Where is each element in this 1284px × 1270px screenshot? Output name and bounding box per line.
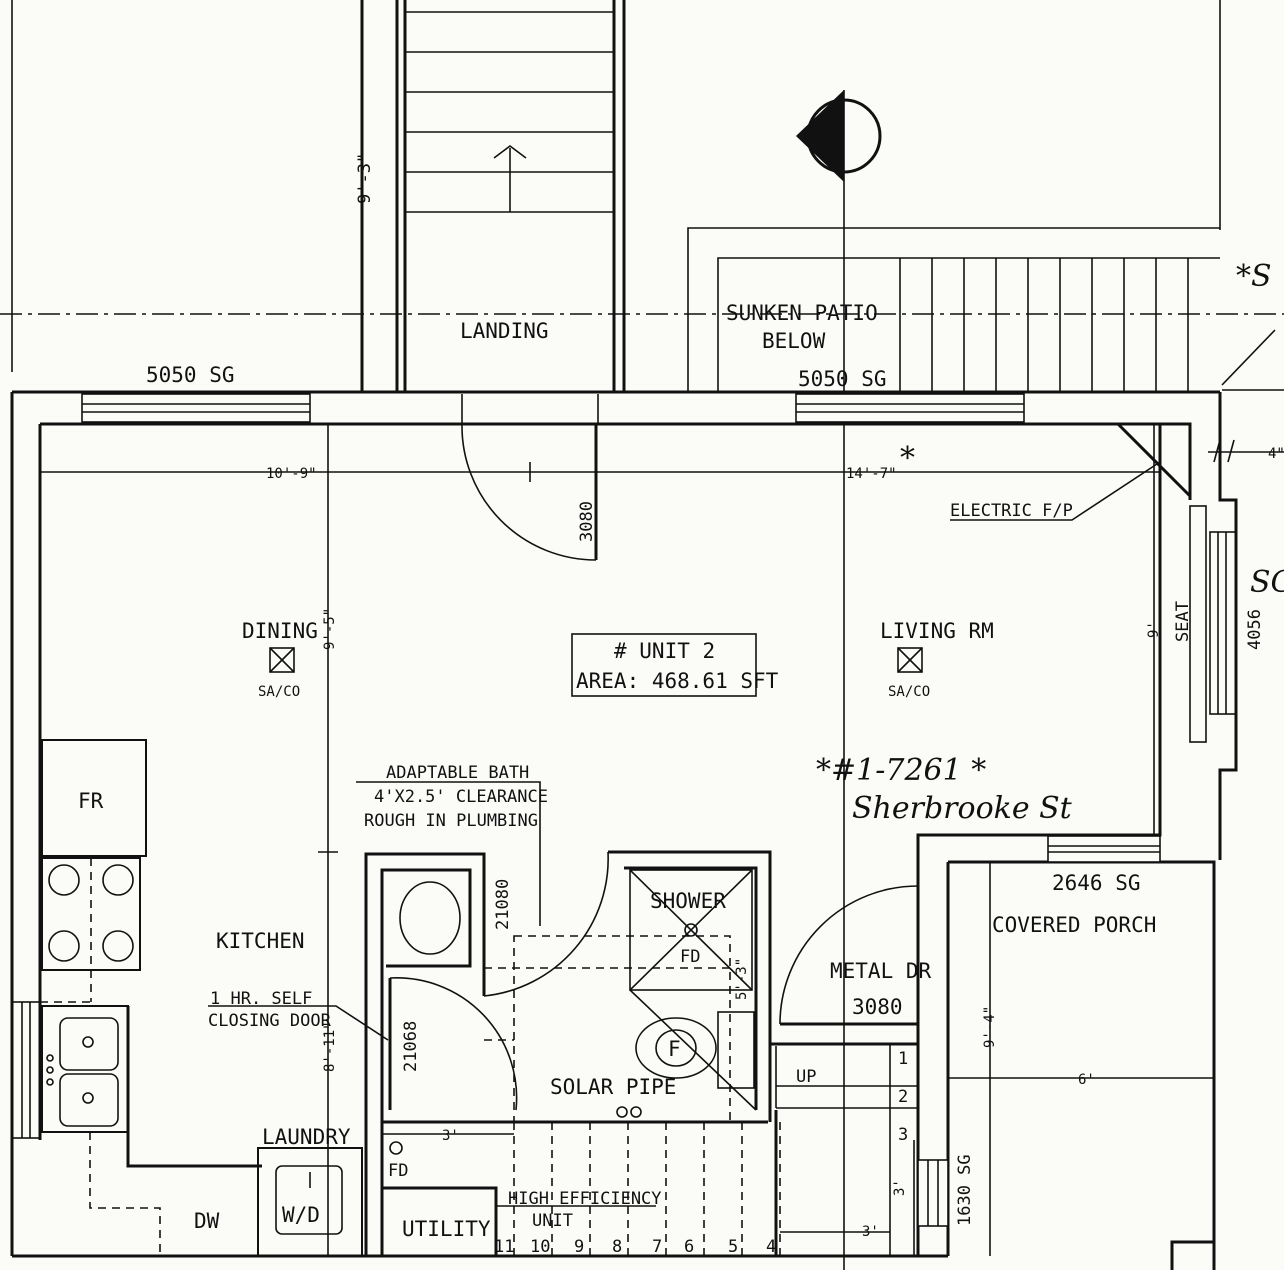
unit-label-box bbox=[571, 633, 757, 697]
entry-door bbox=[461, 423, 598, 561]
dim-kitchen-depth: 8'-11" bbox=[322, 1021, 338, 1072]
stair-number: 2 bbox=[898, 1087, 908, 1107]
label-toilet: F bbox=[668, 1037, 681, 1061]
smoke-alarm-living-icon bbox=[897, 647, 923, 673]
section-marker: A bbox=[796, 90, 882, 1270]
label-door-d3: 21068 bbox=[401, 1021, 421, 1072]
label-hi-eff-2: UNIT bbox=[532, 1211, 573, 1231]
dim-stair-h: 3' bbox=[892, 1179, 908, 1196]
toilet-bowl-icon bbox=[399, 881, 461, 955]
label-self-door-1: 1 HR. SELF bbox=[210, 989, 312, 1009]
label-shower: SHOWER bbox=[650, 889, 726, 913]
label-landing: LANDING bbox=[460, 319, 549, 343]
label-fridge: FR bbox=[78, 789, 104, 813]
label-electric-fp: ELECTRIC F/P bbox=[950, 501, 1073, 521]
hand-address-1: *#1-7261 * bbox=[816, 753, 986, 788]
toilet-icon bbox=[655, 1029, 697, 1067]
unit-walls bbox=[10, 390, 1238, 1270]
label-utility: UTILITY bbox=[402, 1217, 491, 1241]
living-bottom-window bbox=[1047, 835, 1161, 863]
label-hi-eff-1: HIGH EFFICIENCY bbox=[508, 1189, 662, 1209]
label-floor-drain-1: FD bbox=[388, 1161, 408, 1181]
stair-number: 10 bbox=[530, 1237, 550, 1257]
sunken-patio bbox=[687, 227, 1220, 392]
bath-laundry-block bbox=[257, 852, 768, 1257]
stair-number: 11 bbox=[494, 1237, 514, 1257]
stair-number: 8 bbox=[612, 1237, 622, 1257]
dimension-lines bbox=[40, 424, 1284, 1256]
exterior-context bbox=[0, 0, 1284, 392]
washer-dryer-icon bbox=[275, 1165, 343, 1235]
label-stair-up: UP bbox=[796, 1067, 816, 1087]
label-door-d1: 3080 bbox=[577, 501, 597, 542]
dim-bath-width: 3' bbox=[442, 1128, 459, 1144]
seat-bay-window bbox=[1189, 505, 1237, 743]
label-metal-door: METAL DR bbox=[830, 959, 932, 983]
label-adaptable-1: ADAPTABLE BATH bbox=[386, 763, 529, 783]
kitchen-fixtures bbox=[11, 739, 262, 1256]
bathroom bbox=[483, 850, 772, 1123]
label-self-door-2: CLOSING DOOR bbox=[208, 1011, 332, 1031]
lower-stair bbox=[513, 1042, 918, 1256]
section-marker-label: A bbox=[824, 130, 848, 143]
dim-stair-w: 3' bbox=[862, 1224, 879, 1240]
dim-dining-depth: 9'-5" bbox=[322, 608, 338, 650]
dim-porch-depth: 9'-4" bbox=[982, 1006, 998, 1048]
stair-number: 5 bbox=[728, 1237, 738, 1257]
metal-door bbox=[779, 885, 919, 1026]
hand-margin-1: *S bbox=[1236, 259, 1272, 294]
stair-number: 3 bbox=[898, 1125, 908, 1145]
label-covered-porch: COVERED PORCH bbox=[992, 913, 1156, 937]
label-window-w3: 2646 SG bbox=[1052, 871, 1141, 895]
label-door-d2: 21080 bbox=[493, 879, 513, 930]
dim-shower: 5'-3" bbox=[734, 958, 750, 1000]
label-floor-drain-2: FD bbox=[680, 947, 700, 967]
label-unit-area: AREA: 468.61 SFT bbox=[576, 669, 779, 693]
upper-stair bbox=[405, 11, 614, 213]
stair-number: 9 bbox=[574, 1237, 584, 1257]
label-dishwasher: DW bbox=[194, 1209, 220, 1233]
label-seat: SEAT bbox=[1173, 601, 1193, 642]
stair-number: 1 bbox=[898, 1049, 908, 1069]
stair-number: 7 bbox=[652, 1237, 662, 1257]
dim-dining-width: 10'-9" bbox=[266, 466, 317, 482]
label-laundry: LAUNDRY bbox=[262, 1125, 351, 1149]
dim-side-4: 4" bbox=[1268, 446, 1284, 462]
label-window-w4: 1630 SG bbox=[955, 1154, 975, 1226]
label-sunken-patio-below: BELOW bbox=[762, 329, 826, 353]
label-window-w5: 4056 bbox=[1245, 609, 1265, 650]
label-dining: DINING bbox=[242, 619, 318, 643]
porch-window bbox=[917, 1159, 949, 1227]
label-sunken-patio: SUNKEN PATIO bbox=[726, 301, 878, 325]
label-kitchen: KITCHEN bbox=[216, 929, 305, 953]
label-living-room: LIVING RM bbox=[880, 619, 994, 643]
label-sensor-dining: SA/CO bbox=[258, 684, 300, 700]
dim-living-depth: 9' bbox=[1146, 621, 1162, 638]
smoke-alarm-dining-icon bbox=[269, 647, 295, 673]
hand-address-2: Sherbrooke St bbox=[852, 791, 1073, 826]
label-metal-door-size: 3080 bbox=[852, 995, 903, 1019]
hand-asterisk: * bbox=[900, 441, 915, 476]
label-washer-dryer: W/D bbox=[282, 1203, 320, 1227]
stair-up-arrow-icon bbox=[493, 145, 527, 159]
label-window-w1: 5050 SG bbox=[146, 363, 235, 387]
leader-lines bbox=[208, 461, 1161, 1207]
hand-margin-2: SG bbox=[1250, 565, 1284, 600]
dim-porch-width: 6' bbox=[1078, 1072, 1095, 1088]
stair-number: 6 bbox=[684, 1237, 694, 1257]
top-windows bbox=[81, 393, 1025, 424]
shower-icon bbox=[629, 869, 753, 991]
label-sensor-living: SA/CO bbox=[888, 684, 930, 700]
floor-drain-icon bbox=[389, 1141, 403, 1155]
dim-living-width: 14'-7" bbox=[846, 466, 897, 482]
label-adaptable-2: 4'X2.5' CLEARANCE bbox=[374, 787, 548, 807]
label-unit-title: # UNIT 2 bbox=[614, 639, 715, 663]
label-solar-pipe: SOLAR PIPE bbox=[550, 1075, 676, 1099]
label-window-w2: 5050 SG bbox=[798, 367, 887, 391]
dim-height-top: 9'-3" bbox=[355, 153, 375, 204]
stair-number: 4 bbox=[766, 1237, 776, 1257]
label-adaptable-3: ROUGH IN PLUMBING bbox=[364, 811, 538, 831]
